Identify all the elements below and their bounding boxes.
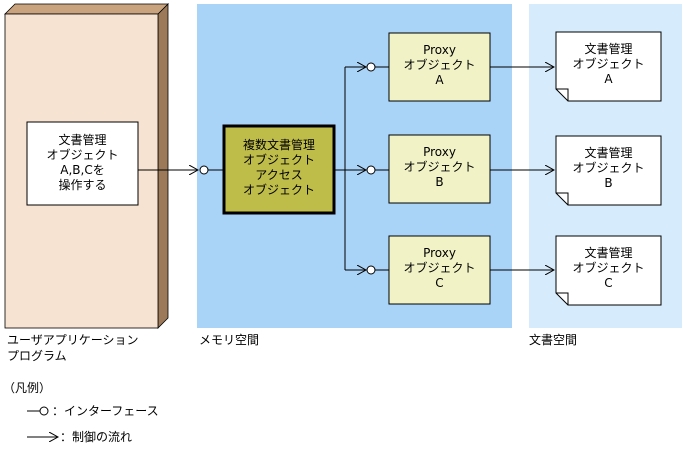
document-b [555, 135, 662, 206]
proxy-c-text: Proxy オブジェクト C [403, 246, 476, 290]
proxy-box-a [388, 32, 491, 102]
legend-interface-label: ：インターフェース [52, 404, 159, 418]
proxy-b-text: Proxy オブジェクト B [403, 145, 476, 189]
document-a-text: 文書管理 オブジェクト A [572, 42, 645, 86]
access-to-proxies-connectors [334, 63, 389, 274]
document-c [555, 235, 662, 306]
user-box-text: 文書管理 オブジェクト A,B,Cを 操作する [46, 133, 119, 192]
legend-interface-symbol [27, 406, 49, 416]
access-object-text: 複数文書管理 オブジェクト アクセス オブジェクト [242, 138, 315, 197]
memory-space-label: メモリ空間 [199, 333, 260, 347]
user-box [26, 121, 139, 206]
proxy-box-b [388, 134, 491, 204]
document-b-text: 文書管理 オブジェクト B [572, 146, 645, 190]
document-a [555, 31, 662, 102]
proxy-a-text: Proxy オブジェクト A [403, 43, 476, 87]
legend-control-flow-label: ：制御の流れ [60, 430, 133, 444]
proxy-to-document-arrows [490, 67, 554, 270]
user-to-access-connector [138, 166, 224, 174]
user-program-label: ユーザアプリケーション プログラム [7, 333, 139, 363]
document-space-label: 文書空間 [529, 333, 578, 347]
legend-title: （凡例） [3, 381, 52, 395]
document-c-text: 文書管理 オブジェクト C [572, 246, 645, 290]
